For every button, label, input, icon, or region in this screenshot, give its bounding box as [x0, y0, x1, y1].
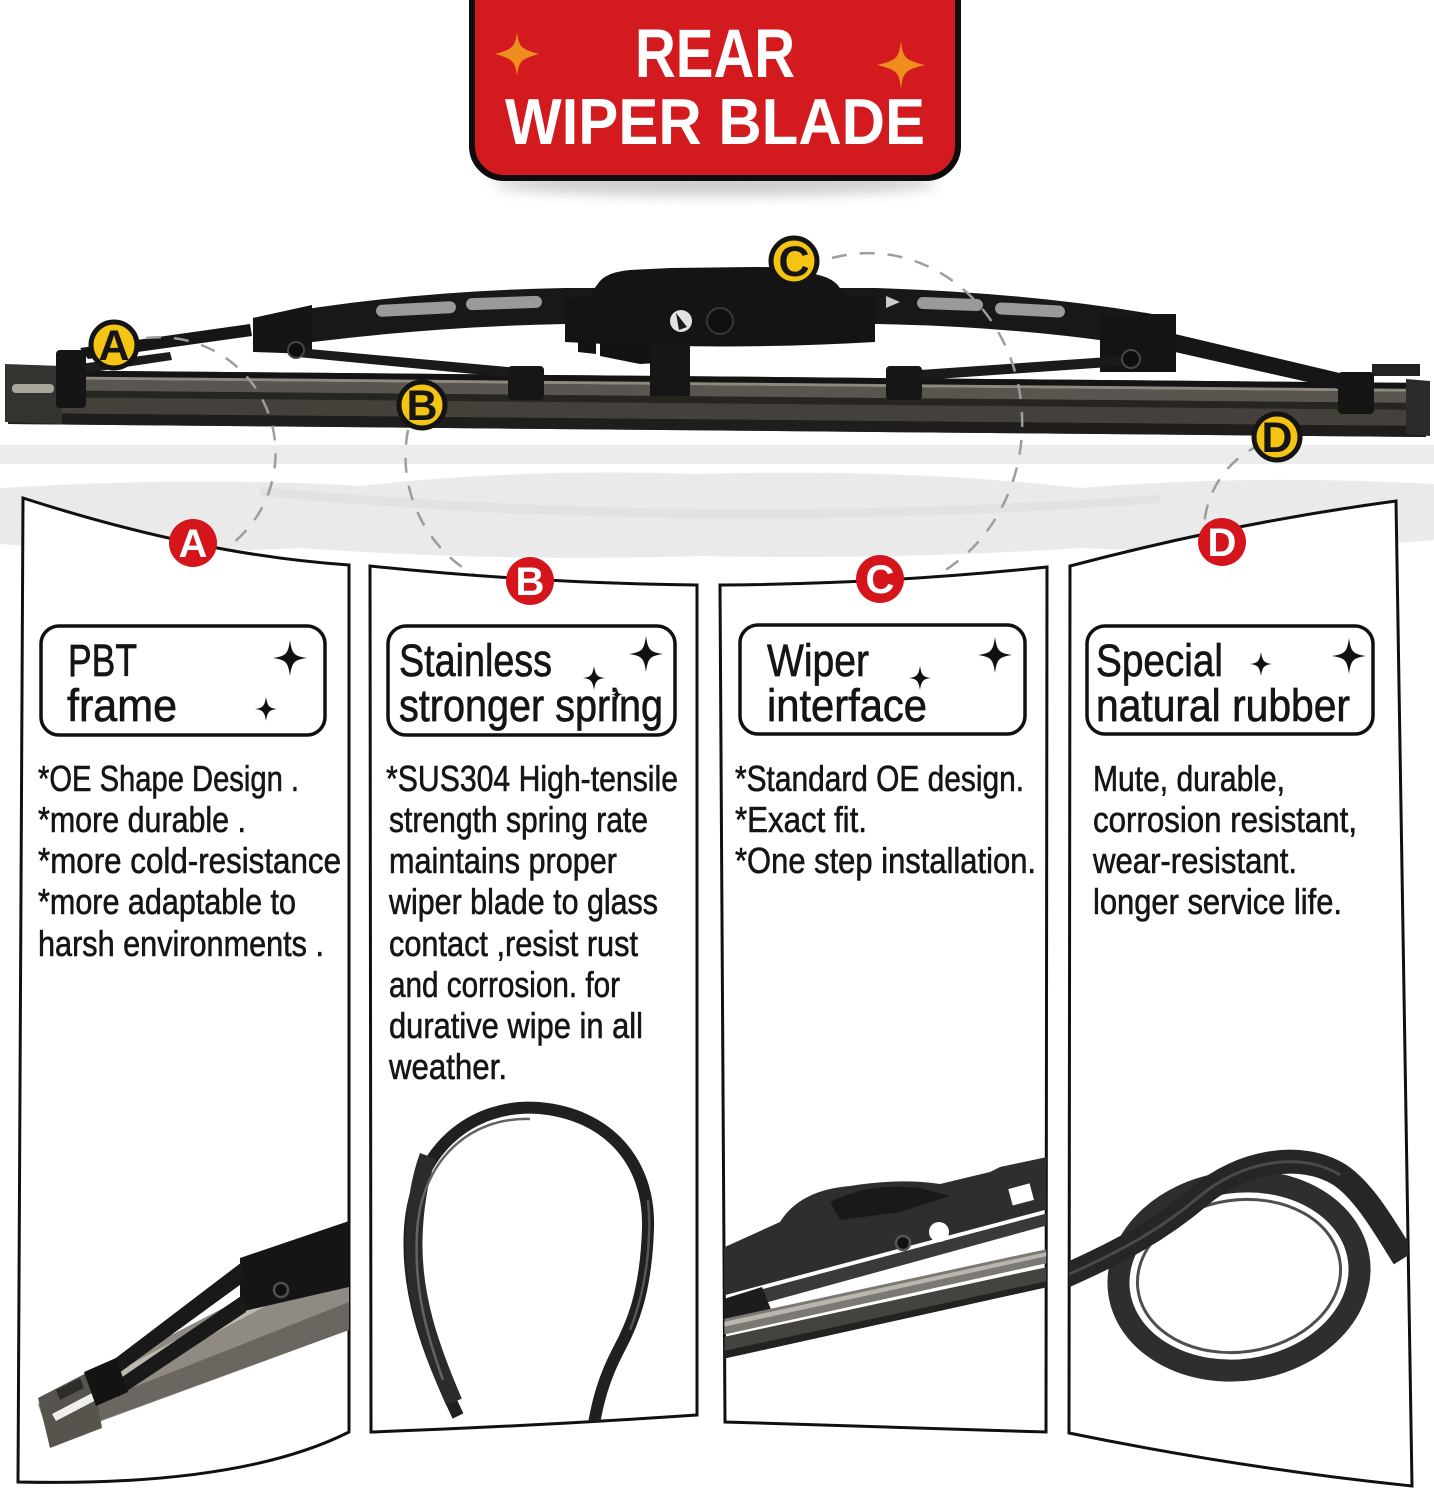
svg-text:C: C	[778, 238, 809, 286]
svg-text:*more adaptable to: *more adaptable to	[38, 881, 296, 922]
svg-text:A: A	[179, 522, 208, 566]
svg-text:frame: frame	[67, 680, 177, 731]
svg-text:*OE Shape Design .: *OE Shape Design .	[38, 758, 299, 799]
svg-text:Wiper: Wiper	[767, 635, 869, 686]
svg-text:wear-resistant.: wear-resistant.	[1092, 840, 1297, 881]
svg-text:durative wipe in all: durative wipe in all	[389, 1005, 643, 1046]
svg-text:*Exact fit.: *Exact fit.	[735, 799, 867, 840]
svg-text:*more durable .: *more durable .	[38, 799, 246, 840]
svg-text:C: C	[866, 558, 895, 602]
svg-text:contact ,resist rust: contact ,resist rust	[389, 923, 638, 964]
svg-text:Special: Special	[1096, 635, 1223, 686]
svg-text:*Standard OE design.: *Standard OE design.	[735, 758, 1024, 799]
svg-text:weather.: weather.	[388, 1046, 507, 1087]
svg-text:Stainless: Stainless	[399, 635, 552, 686]
svg-text:stronger spring: stronger spring	[399, 680, 663, 731]
svg-text:wiper blade to glass: wiper blade to glass	[388, 881, 658, 922]
svg-text:PBT: PBT	[68, 635, 137, 686]
svg-text:*SUS304 High-tensile: *SUS304 High-tensile	[386, 758, 678, 799]
svg-text:natural rubber: natural rubber	[1096, 680, 1350, 731]
svg-text:WIPER BLADE: WIPER BLADE	[505, 85, 925, 158]
svg-text:maintains proper: maintains proper	[389, 840, 617, 881]
svg-text:and corrosion. for: and corrosion. for	[389, 964, 620, 1005]
svg-text:B: B	[406, 382, 437, 430]
svg-text:B: B	[516, 560, 545, 604]
svg-text:REAR: REAR	[635, 15, 795, 92]
svg-text:Mute, durable,: Mute, durable,	[1093, 758, 1285, 799]
svg-text:D: D	[1261, 414, 1292, 462]
svg-text:harsh environments .: harsh environments .	[38, 923, 324, 964]
svg-text:A: A	[98, 322, 129, 370]
svg-text:longer service life.: longer service life.	[1093, 881, 1342, 922]
svg-text:*One step installation.: *One step installation.	[735, 840, 1036, 881]
svg-text:D: D	[1208, 521, 1237, 565]
svg-text:corrosion resistant,: corrosion resistant,	[1093, 799, 1357, 840]
svg-text:interface: interface	[767, 680, 927, 731]
svg-text:strength spring rate: strength spring rate	[389, 799, 648, 840]
svg-text:*more cold-resistance: *more cold-resistance	[38, 840, 341, 881]
